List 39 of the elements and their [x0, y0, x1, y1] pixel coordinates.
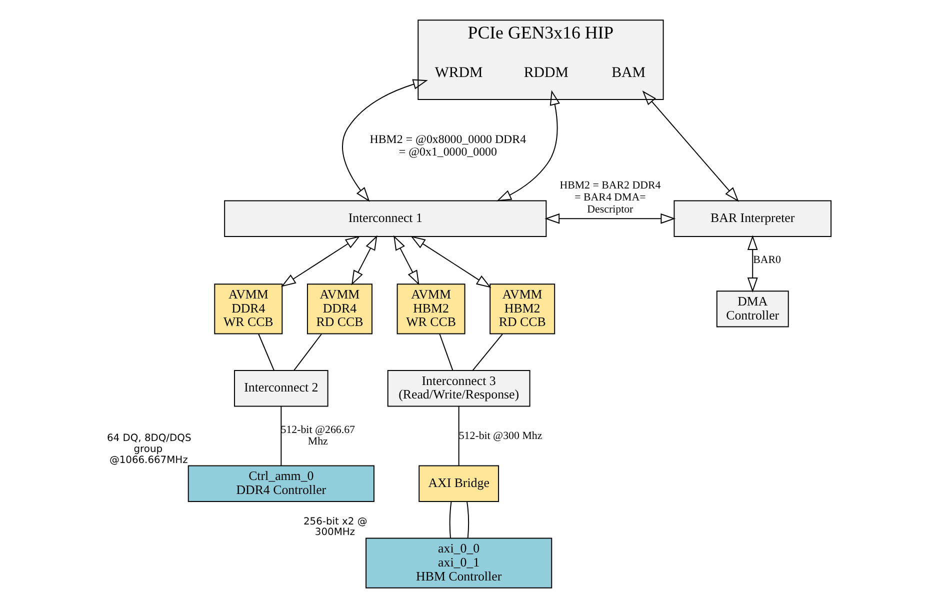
node-label: 256-bit x2 @ 300MHz — [302, 516, 367, 538]
node-box: AVMM DDR4 RD CCB — [306, 284, 372, 334]
edge-label: HBM2 = BAR2 DDR4 = BAR4 DMA= Descriptor — [559, 180, 660, 216]
connector — [448, 501, 452, 539]
arrow — [392, 235, 419, 286]
connector — [466, 501, 468, 539]
connector — [258, 334, 274, 371]
node-box: axi_0_0 axi_0_1 HBM Controller — [365, 538, 552, 588]
node-box: Ctrl_amm_0 DDR4 Controller — [187, 465, 374, 502]
node-box: DMA Controller — [716, 290, 788, 328]
edge-label: 512-bit @300 Mhz — [458, 430, 542, 442]
connector — [438, 334, 453, 371]
arrow — [746, 235, 758, 292]
arrow — [342, 79, 428, 202]
label: HBM2 = @0x8000_0000 DDR4 = @0x1_0000_0000 — [369, 132, 526, 159]
node-box: Interconnect 3 (Read/Write/Response) — [386, 370, 530, 407]
node-box: Interconnect 1 — [224, 200, 546, 237]
node-box: Interconnect 2 — [234, 370, 328, 407]
node-box: AVMM HBM2 WR CCB — [396, 284, 465, 334]
node-text: WRDM — [434, 65, 482, 82]
node-box: AVMM HBM2 RD CCB — [489, 284, 555, 334]
arrow — [280, 236, 360, 287]
connector — [458, 406, 459, 466]
arrow — [350, 235, 377, 286]
node-label: 64 DQ, 8DQ/DQS group @1066.667MHz — [106, 432, 191, 466]
node-box: AVMM DDR4 WR CCB — [214, 284, 282, 334]
connector — [280, 406, 282, 466]
edge-label: 512-bit @266.67 Mhz — [280, 424, 355, 448]
edge-label: BAR0 — [752, 254, 780, 266]
arrow — [496, 90, 560, 202]
node-box: AXI Bridge — [418, 465, 499, 502]
node-box: BAR Interpreter — [673, 200, 832, 237]
node-text: BAM — [611, 65, 645, 82]
arrow — [642, 90, 738, 202]
connector — [472, 334, 503, 371]
connector — [293, 334, 322, 371]
arrow — [544, 213, 676, 224]
arrow — [410, 236, 491, 288]
node-text: RDDM — [523, 65, 568, 82]
